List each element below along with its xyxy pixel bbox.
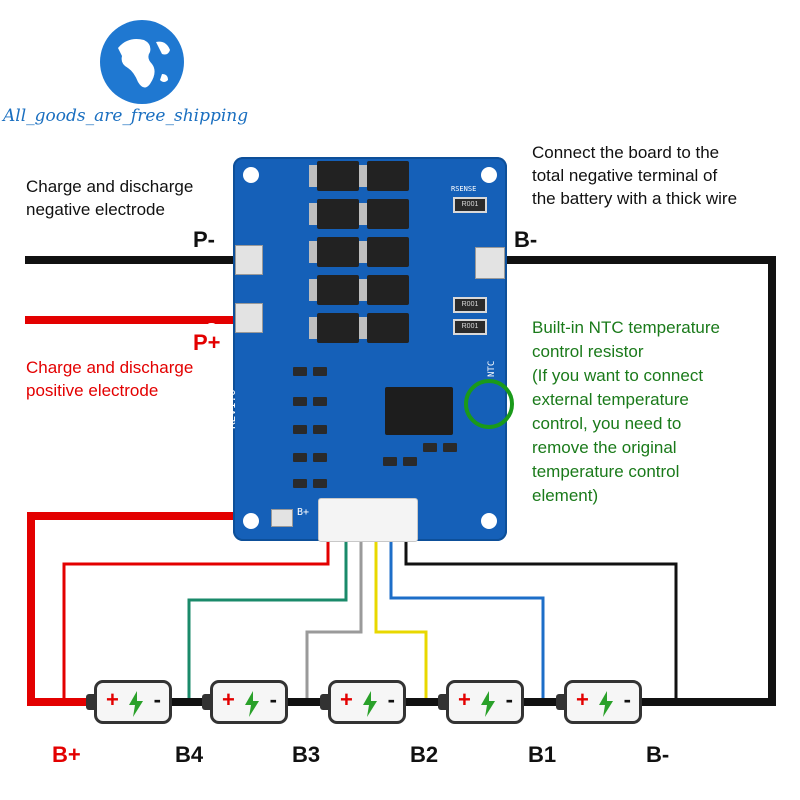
mosfet — [309, 237, 359, 267]
label-b-plus: B+ — [52, 742, 81, 767]
mosfet — [359, 275, 409, 305]
battery-cell-5: +- — [86, 680, 172, 724]
sense-resistor: R001 — [453, 197, 487, 213]
balance-connector — [318, 498, 418, 542]
wire-b3-sense — [305, 540, 363, 702]
lightning-icon — [245, 691, 259, 717]
wire-b-plus-sense — [62, 540, 330, 702]
wire-b-plus-thick — [27, 512, 290, 706]
mosfet — [309, 313, 359, 343]
b-plus-pad — [271, 509, 293, 527]
wire-bminus-sense — [404, 540, 678, 702]
b-minus-terminal-label: B- — [514, 227, 538, 252]
label-b2: B2 — [410, 742, 439, 767]
label-b1: B1 — [528, 742, 557, 767]
b-minus-pad — [475, 247, 505, 279]
mosfet — [359, 313, 409, 343]
positive-electrode-note: Charge and discharge positive electrode — [26, 358, 194, 400]
p-minus-pad — [235, 245, 263, 275]
negative-electrode-note: Charge and discharge negative electrode — [26, 177, 194, 219]
mosfet — [359, 161, 409, 191]
battery-cell-3: +- — [320, 680, 406, 724]
p-minus-label: P- — [193, 227, 215, 252]
battery-cell-2: +- — [438, 680, 524, 724]
lightning-icon — [481, 691, 495, 717]
mosfet — [309, 161, 359, 191]
mosfet — [309, 275, 359, 305]
battery-cell-1: +- — [556, 680, 642, 724]
rsense-label: RSENSE — [451, 185, 477, 193]
globe-logo-icon — [100, 20, 184, 104]
lightning-icon — [599, 691, 613, 717]
p-plus-pad — [235, 303, 263, 333]
label-b4: B4 — [175, 742, 204, 767]
mosfet — [359, 237, 409, 267]
p-plus-label: P+ — [193, 330, 221, 355]
wire-b-minus-main — [480, 256, 776, 706]
wire-b2-sense — [374, 540, 428, 702]
mosfet — [309, 199, 359, 229]
lightning-icon — [363, 691, 377, 717]
ntc-silkscreen: NTC — [487, 360, 497, 377]
brand-text: All_goods_are_free_shipping — [3, 106, 249, 126]
lightning-icon — [129, 691, 143, 717]
ntc-note: Built-in NTC temperature control resisto… — [532, 318, 721, 505]
bms-pcb-board: RSENSE R001 R001 R001 HXYP-5S-B530 REV1.… — [205, 157, 507, 541]
sense-resistor: R001 — [453, 297, 487, 313]
connect-board-note: Connect the board to the total negative … — [532, 143, 738, 208]
label-b-minus: B- — [646, 742, 670, 767]
label-b3: B3 — [292, 742, 321, 767]
battery-cell-4: +- — [202, 680, 288, 724]
mount-hole — [243, 167, 259, 183]
mount-hole — [243, 513, 259, 529]
ntc-highlight-circle — [464, 379, 514, 429]
mount-hole — [481, 513, 497, 529]
wire-b1-sense — [389, 540, 545, 702]
mosfet — [359, 199, 409, 229]
bms-ic-chip — [385, 387, 453, 435]
wire-b4-sense — [187, 540, 348, 702]
b-plus-silkscreen: B+ — [297, 507, 310, 518]
mount-hole — [481, 167, 497, 183]
sense-resistor: R001 — [453, 319, 487, 335]
rev-silkscreen: REV1.0 — [225, 389, 238, 429]
